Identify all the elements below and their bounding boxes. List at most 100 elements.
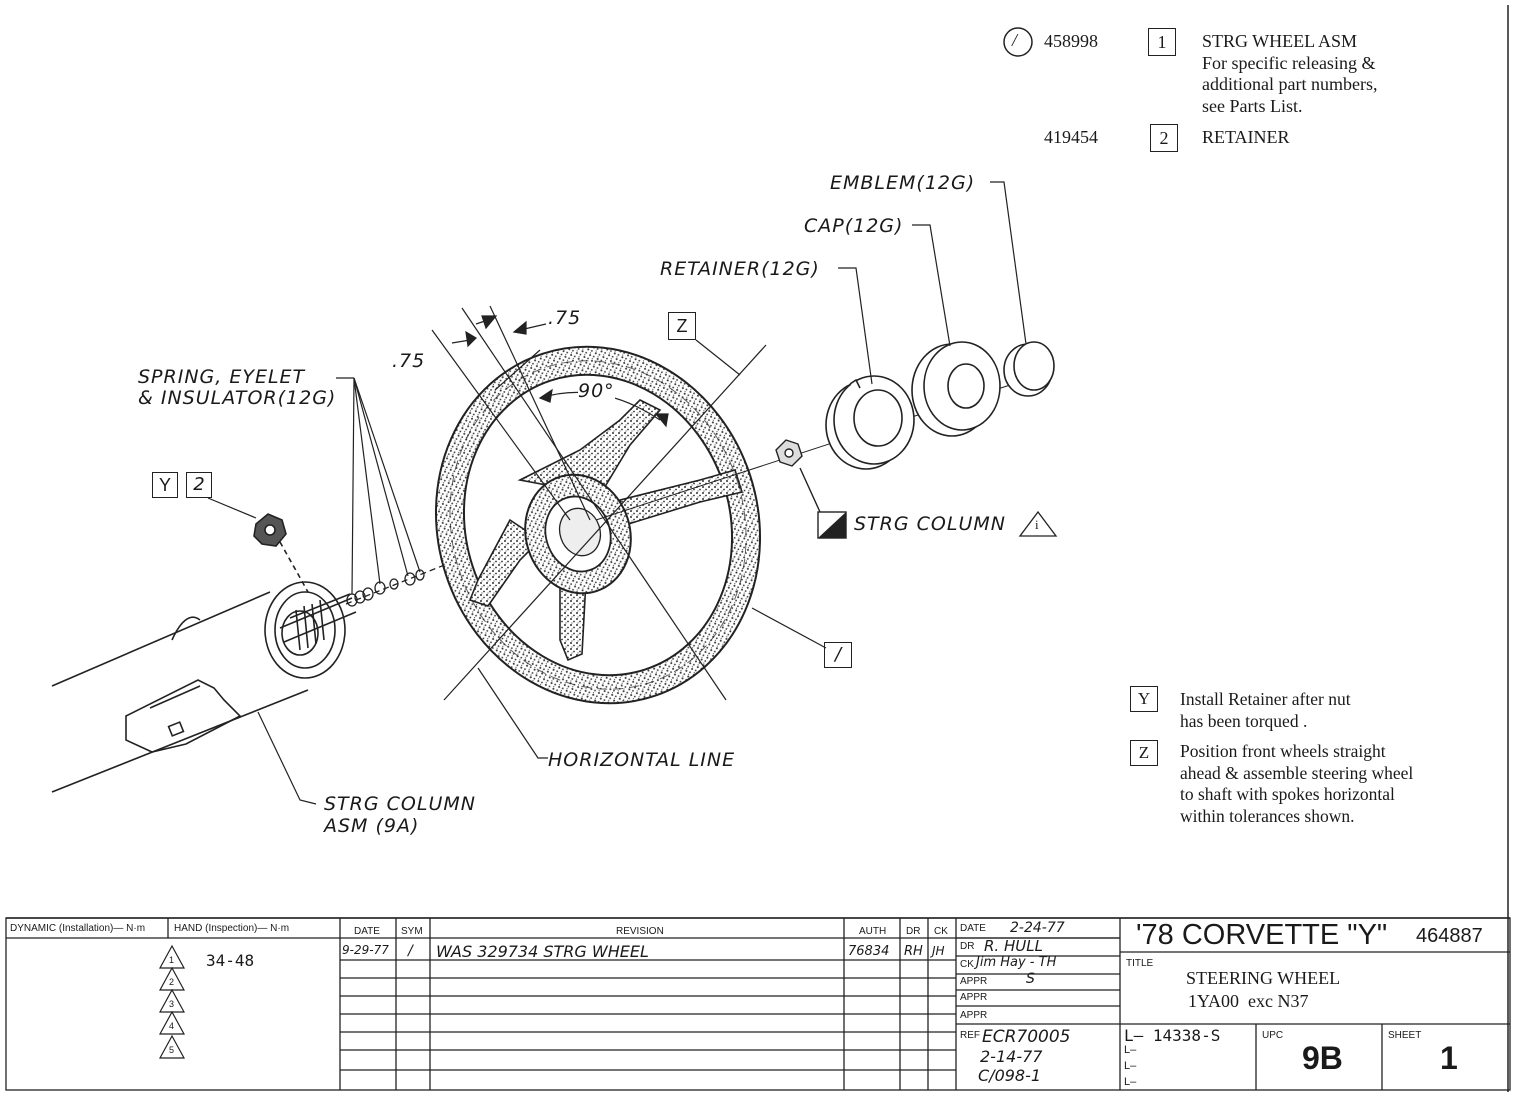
ref-label: REF bbox=[960, 1030, 980, 1041]
retainer-part bbox=[825, 375, 915, 470]
two-box-diagram: 2 bbox=[186, 472, 212, 498]
spring-label-line1: SPRING, EYELET bbox=[138, 366, 306, 388]
date-label: DATE bbox=[960, 923, 986, 934]
emblem-part bbox=[1003, 341, 1055, 397]
l-prefix-1: L– bbox=[1124, 1044, 1137, 1056]
note-z-line3: to shaft with spokes horizontal bbox=[1180, 784, 1395, 804]
rev-auth: 76834 bbox=[848, 944, 890, 959]
part-box-2: 2 bbox=[1150, 124, 1178, 152]
y2-leader bbox=[207, 497, 257, 519]
y-box-diagram: Y bbox=[152, 472, 178, 498]
date-value: 2-24-77 bbox=[1010, 920, 1065, 936]
column-asm-leader bbox=[257, 711, 317, 805]
note-y-line2: has been torqued . bbox=[1180, 711, 1308, 731]
dynamic-header: DYNAMIC (Installation)— N·m bbox=[10, 923, 146, 934]
steering-column-nut bbox=[775, 439, 821, 513]
part-circle-symbol: / bbox=[1012, 30, 1018, 50]
part-desc-1-line4: see Parts List. bbox=[1202, 95, 1303, 116]
sheet-label: SHEET bbox=[1388, 1030, 1422, 1041]
rev-dr: RH bbox=[904, 944, 923, 959]
hand-header: HAND (Inspection)— N·m bbox=[174, 923, 290, 934]
ck-value: Jim Hay - TH bbox=[976, 955, 1057, 970]
emblem-label: EMBLEM(12G) bbox=[830, 172, 976, 194]
l-value: L– 14338-S bbox=[1124, 1026, 1221, 1045]
col-date-header: DATE bbox=[354, 926, 380, 937]
part-desc-1-line2: For specific releasing & bbox=[1202, 52, 1376, 73]
rev-date: 9-29-77 bbox=[342, 943, 389, 957]
torque-value: 34-48 bbox=[206, 951, 255, 970]
wheel-leader bbox=[751, 607, 827, 649]
title-line-1: STEERING WHEEL bbox=[1186, 968, 1341, 988]
note-y-text: Install Retainer after nut has been torq… bbox=[1180, 688, 1351, 732]
part-leaders bbox=[838, 181, 1027, 385]
appr-label-1: APPR bbox=[960, 976, 988, 987]
part-circle-icon bbox=[1003, 27, 1033, 57]
torque-symbol-3: 3 bbox=[169, 999, 175, 1009]
one-box-diagram: / bbox=[824, 642, 852, 668]
appr-label-3: APPR bbox=[960, 1010, 988, 1021]
title-line-2: 1YA00 exc N37 bbox=[1188, 991, 1309, 1011]
part-box-1: 1 bbox=[1148, 28, 1176, 56]
sheet-value: 1 bbox=[1440, 1040, 1458, 1076]
ref-line-2: 2-14-77 bbox=[980, 1047, 1043, 1066]
ref-line-3: C/098-1 bbox=[978, 1066, 1042, 1085]
spring-label-line2: & INSULATOR(12G) bbox=[138, 387, 337, 409]
retainer-nut-left bbox=[253, 513, 309, 593]
dimension-lines bbox=[431, 305, 767, 701]
note-z-box: Z bbox=[1130, 740, 1158, 766]
col-auth-header: AUTH bbox=[859, 926, 887, 937]
note-z-line1: Position front wheels straight bbox=[1180, 741, 1386, 761]
dr-label: DR bbox=[960, 941, 975, 952]
note-y-box: Y bbox=[1130, 686, 1158, 712]
z-box-diagram: Z bbox=[668, 312, 696, 340]
torque-symbol-5: 5 bbox=[169, 1045, 175, 1055]
part-desc-1: STRG WHEEL ASM For specific releasing & … bbox=[1202, 31, 1377, 117]
spring-leaders bbox=[336, 377, 421, 595]
strg-column-label: STRG COLUMN bbox=[854, 513, 1006, 535]
l-prefix-2: L– bbox=[1124, 1060, 1137, 1072]
col-dr-header: DR bbox=[906, 926, 921, 937]
upc-label: UPC bbox=[1262, 1030, 1284, 1041]
horizontal-line-label: HORIZONTAL LINE bbox=[548, 749, 736, 771]
dim-75-right: .75 bbox=[548, 307, 582, 329]
model-title: '78 CORVETTE "Y" bbox=[1136, 919, 1388, 951]
strg-column-triangle-icon bbox=[1018, 510, 1058, 537]
column-asm-label-line1: STRG COLUMN bbox=[324, 793, 476, 815]
rev-sym: / bbox=[408, 943, 413, 959]
ref-line-1: ECR70005 bbox=[982, 1027, 1071, 1047]
upc-value: 9B bbox=[1302, 1040, 1343, 1076]
cap-part bbox=[911, 341, 1001, 437]
col-sym-header: SYM bbox=[401, 926, 423, 937]
part-desc-2: RETAINER bbox=[1202, 127, 1290, 147]
torque-symbol-icons bbox=[158, 944, 186, 1059]
retainer-label: RETAINER(12G) bbox=[660, 258, 820, 280]
steering-column-asm bbox=[51, 581, 357, 793]
steering-wheel bbox=[434, 345, 762, 705]
cap-label: CAP(12G) bbox=[804, 215, 904, 237]
l-prefix-3: L– bbox=[1124, 1076, 1137, 1088]
title-label: TITLE bbox=[1126, 958, 1154, 969]
appr-label-2: APPR bbox=[960, 992, 988, 1003]
note-z-line4: within tolerances shown. bbox=[1180, 805, 1355, 826]
part-number-1: 458998 bbox=[1044, 31, 1098, 51]
part-number-2: 419454 bbox=[1044, 127, 1098, 147]
torque-symbol-4: 4 bbox=[169, 1021, 175, 1031]
strg-column-triangle-symbol: i bbox=[1035, 517, 1039, 532]
appr-value: S bbox=[1026, 971, 1035, 987]
z-leader bbox=[695, 339, 741, 376]
ck-label: CK bbox=[960, 959, 974, 970]
dim-75-left: .75 bbox=[392, 350, 426, 372]
note-z-text: Position front wheels straight ahead & a… bbox=[1180, 741, 1413, 827]
part-desc-1-line3: additional part numbers, bbox=[1202, 74, 1378, 94]
torque-symbol-2: 2 bbox=[169, 977, 175, 987]
drawing-number: 464887 bbox=[1416, 925, 1483, 947]
angle-90-label: 90° bbox=[578, 380, 615, 402]
col-revision-header: REVISION bbox=[616, 926, 664, 937]
note-y-line1: Install Retainer after nut bbox=[1180, 689, 1351, 709]
column-asm-label-line2: ASM (9A) bbox=[324, 815, 420, 837]
torque-symbol-1: 1 bbox=[169, 955, 175, 965]
rev-text: WAS 329734 STRG WHEEL bbox=[436, 942, 649, 961]
horizontal-line-leader bbox=[477, 667, 548, 759]
dr-value: R. HULL bbox=[984, 937, 1043, 955]
